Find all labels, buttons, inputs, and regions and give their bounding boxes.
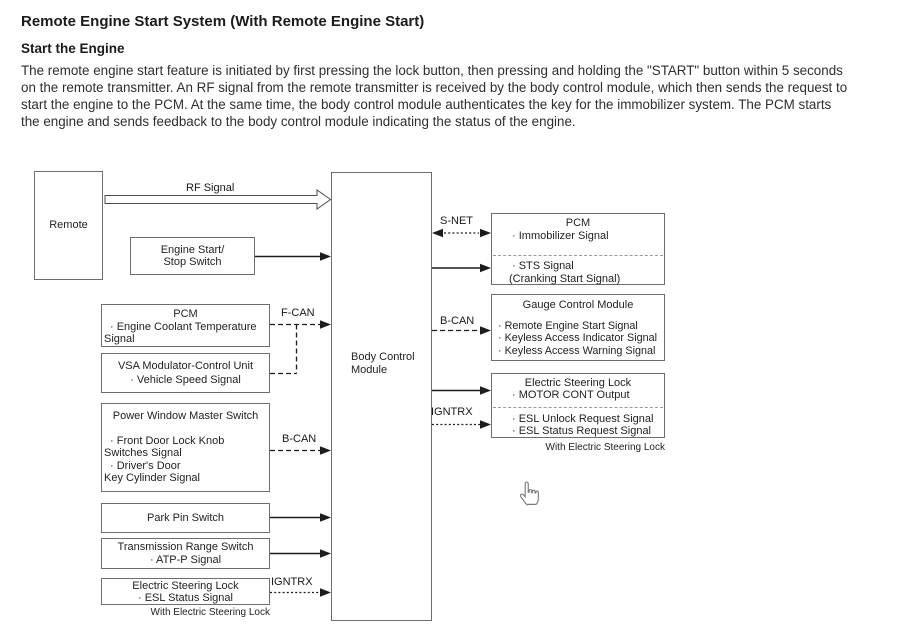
transmission-range-arrow	[270, 549, 331, 558]
box-line: Signal	[104, 333, 135, 345]
esl-right-top-section: Electric Steering Lock · MOTOR CONT Outp…	[492, 374, 664, 407]
box-line: · Keyless Access Indicator Signal	[498, 332, 658, 344]
box-line: · Immobilizer Signal	[512, 229, 609, 242]
gauge-control-module-box: Gauge Control Module · Remote Engine Sta…	[491, 294, 665, 361]
transmission-range-switch-box: Transmission Range Switch · ATP-P Signal	[101, 538, 270, 569]
esl-right-bottom-section: · ESL Unlock Request Signal · ESL Status…	[492, 408, 664, 437]
esl-right-arrow	[432, 386, 491, 395]
box-line: Module	[351, 363, 388, 376]
pcm-right-top-section: PCM · Immobilizer Signal	[492, 214, 664, 255]
b-can-right-arrow	[432, 326, 491, 335]
igntrx-left-arrow	[270, 588, 331, 597]
engine-start-stop-switch-box: Engine Start/ Stop Switch	[130, 237, 255, 275]
box-line: · Engine Coolant Temperature	[110, 320, 257, 333]
body-control-module-box: Body Control Module	[331, 172, 432, 621]
box-line: · Vehicle Speed Signal	[130, 373, 241, 386]
s-net-label: S-NET	[440, 215, 473, 227]
pcm-right-box: PCM · Immobilizer Signal · STS Signal (C…	[491, 213, 665, 285]
box-line: VSA Modulator-Control Unit	[117, 360, 254, 372]
box-title: Electric Steering Lock	[524, 377, 632, 389]
b-can-left-label: B-CAN	[282, 433, 317, 445]
box-line: Electric Steering Lock	[132, 579, 239, 592]
box-line: · MOTOR CONT Output	[512, 389, 630, 401]
pcm-left-box: PCM · Engine Coolant Temperature Signal	[101, 304, 270, 347]
remote-label: Remote	[49, 219, 88, 232]
box-line: Engine Start/	[160, 243, 225, 256]
remote-box: Remote	[34, 171, 103, 280]
rf-signal-label: RF Signal	[186, 182, 235, 194]
esl-right-note: With Electric Steering Lock	[545, 442, 666, 453]
box-line: Switches Signal	[104, 447, 182, 459]
box-line: (Cranking Start Signal)	[509, 272, 621, 285]
description-line: start the engine to the PCM. At the same…	[21, 97, 832, 112]
section-divider	[493, 255, 663, 256]
box-line: · Keyless Access Warning Signal	[498, 344, 656, 357]
box-title: Gauge Control Module	[522, 299, 634, 311]
park-pin-switch-box: Park Pin Switch	[101, 503, 270, 533]
s-net-arrow	[432, 228, 491, 238]
esl-left-note: With Electric Steering Lock	[150, 607, 271, 618]
section-heading: Start the Engine	[21, 41, 125, 56]
box-line: Body Control	[351, 351, 415, 363]
box-line: · Front Door Lock Knob	[110, 434, 225, 447]
pcm-right-bottom-section: · STS Signal (Cranking Start Signal)	[492, 256, 664, 285]
box-line: Key Cylinder Signal	[104, 472, 200, 484]
power-window-master-switch-box: Power Window Master Switch · Front Door …	[101, 403, 270, 492]
electric-steering-lock-right-box: Electric Steering Lock · MOTOR CONT Outp…	[491, 373, 665, 438]
box-title: PCM	[173, 308, 198, 320]
page-title: Remote Engine Start System (With Remote …	[21, 13, 425, 30]
igntrx-left-label: IGNTRX	[271, 576, 313, 588]
igntrx-right-arrow	[432, 420, 491, 429]
box-title: Park Pin Switch	[146, 511, 225, 524]
description-line: The remote engine start feature is initi…	[21, 63, 843, 78]
description-line: the engine and sends feedback to the bod…	[21, 114, 576, 129]
box-line: · Driver's Door	[110, 459, 181, 472]
box-line: · ESL Status Signal	[138, 591, 233, 604]
b-can-left-arrow	[270, 446, 331, 455]
electric-steering-lock-left-box: Electric Steering Lock · ESL Status Sign…	[101, 578, 270, 605]
box-line: · Remote Engine Start Signal	[498, 319, 638, 332]
hand-pointer-icon	[519, 481, 539, 506]
box-line: Transmission Range Switch	[117, 541, 254, 553]
box-title: Power Window Master Switch	[112, 410, 259, 422]
box-line: · STS Signal	[512, 260, 574, 272]
box-line: · ESL Unlock Request Signal	[512, 413, 654, 425]
park-pin-arrow	[270, 513, 331, 522]
box-line: Stop Switch	[163, 256, 222, 268]
vsa-modulator-box: VSA Modulator-Control Unit · Vehicle Spe…	[101, 353, 270, 393]
box-line: · ATP-P Signal	[149, 553, 222, 566]
f-can-label: F-CAN	[281, 307, 315, 319]
b-can-right-label: B-CAN	[440, 315, 475, 327]
description-line: on the remote transmitter. An RF signal …	[21, 80, 848, 95]
f-can-arrow	[270, 320, 331, 375]
section-divider	[493, 407, 663, 408]
igntrx-right-label: IGNTRX	[431, 406, 473, 418]
pcm-right-arrow	[432, 263, 491, 273]
description-paragraph: The remote engine start feature is initi…	[21, 62, 906, 130]
box-line: · ESL Status Request Signal	[512, 425, 652, 437]
box-title: PCM	[565, 217, 591, 229]
engine-start-arrow	[255, 252, 331, 261]
